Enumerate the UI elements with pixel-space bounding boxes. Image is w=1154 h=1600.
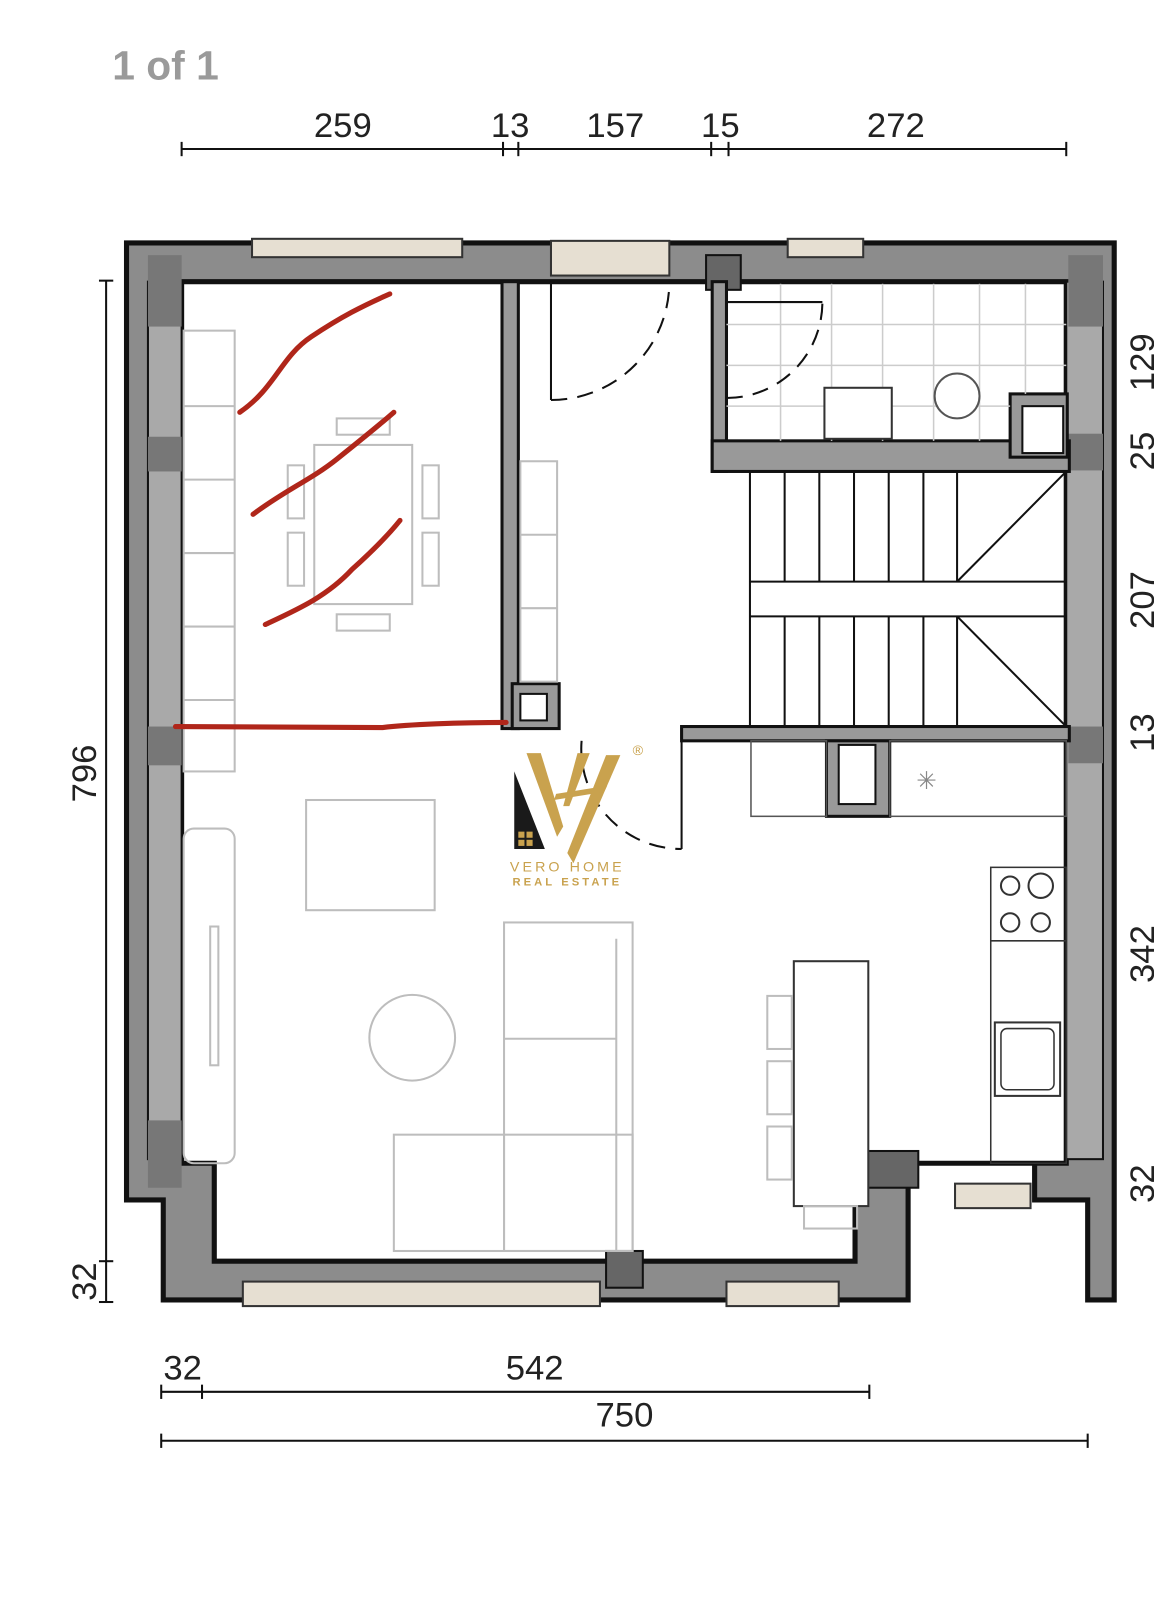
page-indicator: 1 of 1 (112, 43, 219, 89)
doors (549, 281, 824, 850)
dim-right-2: 25 (1124, 432, 1154, 471)
windows (241, 237, 1032, 1308)
staircase (748, 470, 1067, 728)
top-dimension-line: 259 13 157 15 272 (180, 107, 1068, 157)
dim-left-2: 32 (66, 1262, 104, 1301)
dim-left-1: 796 (66, 745, 104, 803)
exterior-walls (123, 240, 1117, 1303)
kitchen: ✳ (750, 740, 1068, 1208)
logo-name: VERO HOME (510, 859, 625, 875)
dim-top-5: 272 (867, 107, 925, 145)
interior-walls (500, 280, 1071, 818)
dim-bottom-3: 750 (596, 1396, 654, 1434)
bottom-dimension-lines: 32 542 750 (160, 1350, 1089, 1448)
dim-top-4: 15 (701, 107, 740, 145)
red-annotation-marks (172, 291, 509, 731)
svg-text:✳: ✳ (916, 768, 937, 795)
furniture (182, 329, 859, 1253)
logo-tagline: REAL ESTATE (512, 877, 622, 889)
dim-bottom-2: 542 (506, 1350, 564, 1388)
vero-home-logo: ® VERO HOME REAL ESTATE (510, 743, 647, 889)
left-dimension-line: 796 32 (66, 279, 114, 1304)
bathroom-sink (823, 386, 893, 440)
toilet (933, 372, 981, 420)
dim-bottom-1: 32 (163, 1350, 202, 1388)
dim-right-5: 342 (1124, 925, 1154, 983)
dim-right-1: 129 (1124, 333, 1154, 391)
dim-right-3: 207 (1124, 571, 1154, 629)
dim-right-6: 32 (1124, 1164, 1154, 1203)
dim-top-3: 157 (586, 107, 644, 145)
dim-top-2: 13 (491, 107, 530, 145)
dim-right-4: 13 (1124, 713, 1154, 752)
logo-registered: ® (633, 743, 647, 759)
dim-top-1: 259 (314, 107, 372, 145)
